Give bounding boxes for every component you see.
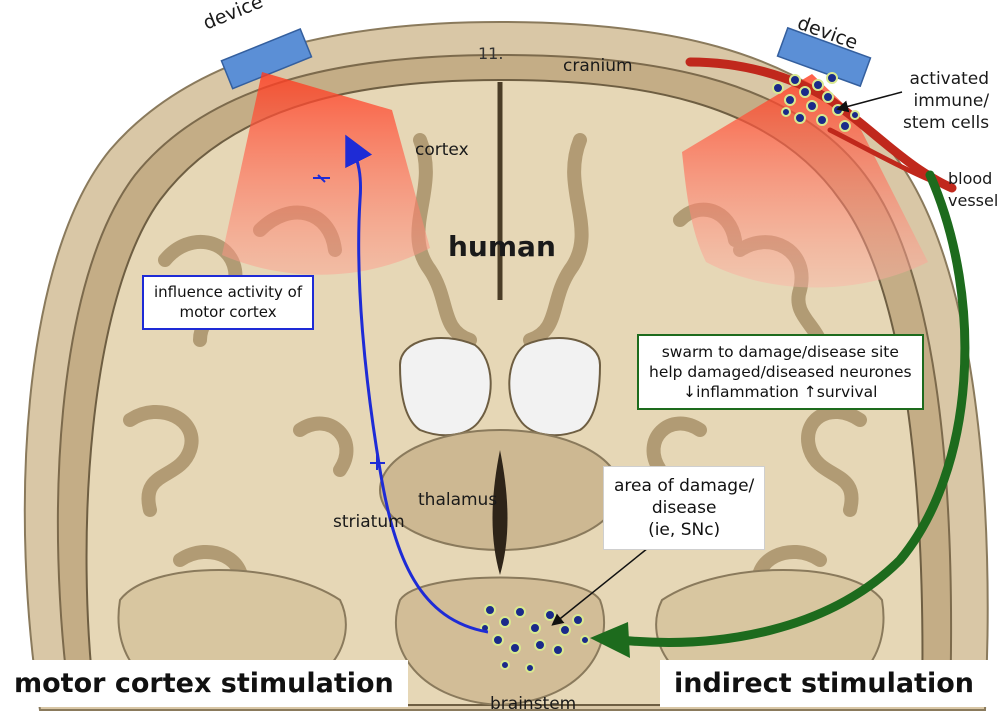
damage-area-line-1: area of damage/ [614, 475, 754, 497]
blood-vessel-label: blood vessel [948, 168, 998, 211]
activated-line-1: activated [903, 68, 989, 90]
activated-line-2: immune/ [903, 90, 989, 112]
plate-number: 11. [478, 44, 503, 63]
swarm-box: swarm to damage/disease site help damage… [637, 334, 924, 410]
thalamus-label: thalamus [418, 490, 497, 510]
motor-influence-box: influence activity of motor cortex [142, 275, 314, 330]
motor-influence-line-2: motor cortex [154, 303, 302, 323]
damage-area-line-2: disease [614, 497, 754, 519]
ventricle-left [400, 338, 491, 435]
blood-vessel-line-1: blood [948, 168, 998, 190]
motor-cortex-stimulation-title: motor cortex stimulation [0, 660, 408, 707]
damage-area-box: area of damage/ disease (ie, SNc) [603, 466, 765, 550]
swarm-line-2: help damaged/diseased neurones [649, 362, 912, 382]
blood-vessel-line-2: vessel [948, 190, 998, 212]
swarm-line-3: ↓inflammation ↑survival [649, 382, 912, 402]
cortex-label: cortex [415, 140, 469, 160]
damage-area-line-3: (ie, SNc) [614, 519, 754, 541]
swarm-line-1: swarm to damage/disease site [649, 342, 912, 362]
human-label: human [448, 230, 556, 263]
activated-cells-label: activated immune/ stem cells [903, 68, 989, 134]
activated-line-3: stem cells [903, 112, 989, 134]
indirect-stimulation-title: indirect stimulation [660, 660, 988, 707]
brainstem-label: brainstem [490, 694, 576, 714]
motor-influence-line-1: influence activity of [154, 283, 302, 303]
ventricle-right [509, 338, 600, 435]
striatum-label: striatum [333, 512, 405, 532]
cranium-label: cranium [563, 56, 633, 76]
